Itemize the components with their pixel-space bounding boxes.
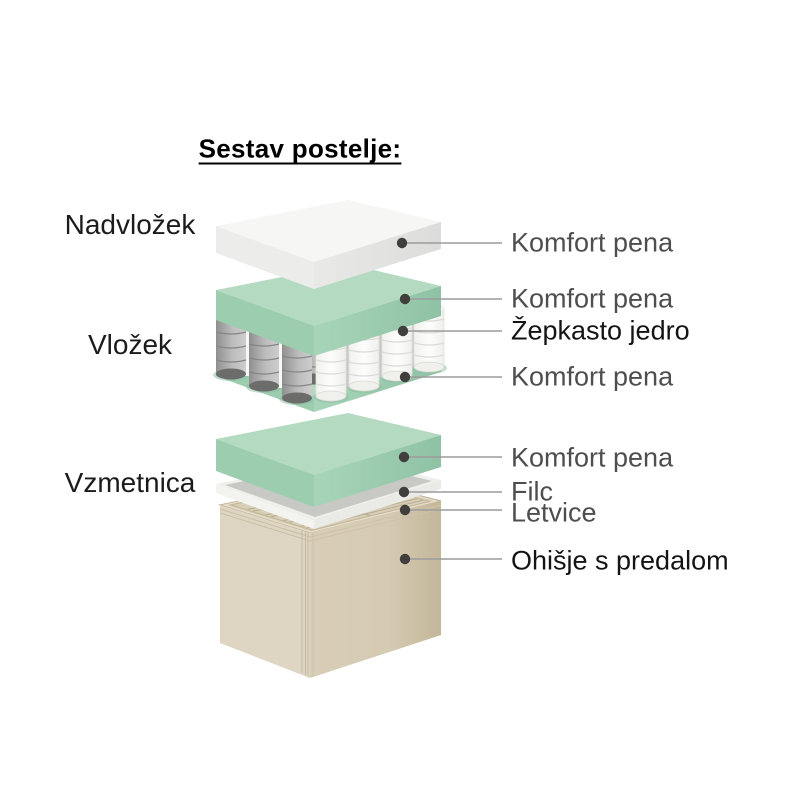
page-title: Sestav postelje: bbox=[198, 133, 402, 164]
label-komfort-pena-3: Komfort pena bbox=[511, 361, 674, 392]
foam-top-face bbox=[216, 413, 441, 475]
label-vlozek: Vložek bbox=[87, 329, 173, 360]
topper-top-face bbox=[216, 200, 441, 262]
label-zepkasto-jedro: Žepkasto jedro bbox=[511, 315, 690, 346]
foam-left-face bbox=[216, 439, 314, 507]
base-right-face bbox=[310, 501, 441, 678]
topper-right-face bbox=[314, 222, 441, 289]
label-nadvlozek: Nadvložek bbox=[64, 209, 196, 240]
label-letvice: Letvice bbox=[511, 497, 597, 528]
callout-dot bbox=[397, 325, 409, 337]
label-komfort-pena-1: Komfort pena bbox=[511, 227, 674, 258]
label-komfort-pena-2: Komfort pena bbox=[511, 283, 674, 314]
label-vzmetnica: Vzmetnica bbox=[64, 467, 196, 498]
callout-dot bbox=[398, 451, 410, 463]
base-left-face bbox=[220, 505, 310, 678]
callout-dot bbox=[399, 504, 411, 516]
topper-layer bbox=[216, 200, 441, 289]
foam-left-face bbox=[216, 290, 314, 356]
callout-dots bbox=[396, 237, 411, 565]
callout-dot bbox=[399, 293, 411, 305]
callout-dot bbox=[399, 553, 411, 565]
callout-dot bbox=[399, 371, 411, 383]
felt-left-face bbox=[216, 484, 314, 529]
topper-left-face bbox=[216, 226, 314, 289]
label-ohisje-s-predalom: Ohišje s predalom bbox=[511, 545, 729, 576]
base-corner-trim bbox=[301, 530, 309, 677]
leader-lines bbox=[404, 242, 502, 560]
label-filc: Filc bbox=[511, 476, 553, 507]
callout-dot bbox=[398, 486, 410, 498]
foam-right-face bbox=[314, 435, 441, 507]
foam-right-face bbox=[314, 286, 441, 356]
pocket-springs bbox=[213, 287, 447, 405]
callout-dot bbox=[396, 237, 408, 249]
label-komfort-pena-4: Komfort pena bbox=[511, 442, 674, 473]
foam-top-face bbox=[216, 264, 441, 326]
mattress-foam-layer bbox=[216, 413, 441, 507]
